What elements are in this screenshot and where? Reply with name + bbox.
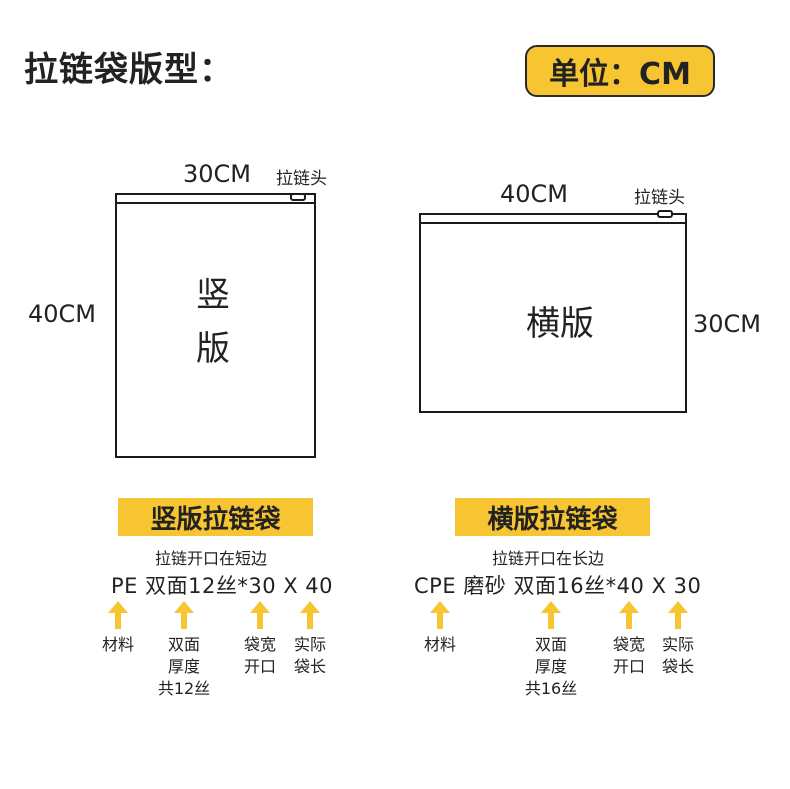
horizontal-zipper-slider-icon (657, 210, 673, 218)
up-arrow-icon (174, 601, 194, 629)
horizontal-caption-thickness: 双面 厚度 共16丝 (524, 635, 578, 698)
up-arrow-icon (300, 601, 320, 629)
up-arrow-icon (250, 601, 270, 629)
horizontal-bag-text: 横版 (526, 304, 594, 344)
vertical-zipper-slider-icon (290, 193, 306, 201)
vertical-type-badge: 竖版拉链袋 (118, 498, 313, 536)
horizontal-opening-note: 拉链开口在长边 (492, 549, 605, 568)
up-arrow-icon (541, 601, 561, 629)
unit-label: 单位：CM (549, 57, 691, 92)
vertical-caption-thickness: 双面 厚度 共12丝 (157, 635, 211, 698)
vertical-caption-material: 材料 (101, 635, 134, 654)
vertical-width-label: 30CM (183, 160, 252, 188)
vertical-spec: PE 双面12丝*30 X 40 (111, 574, 334, 598)
vertical-zipper-head-label: 拉链头 (276, 169, 327, 189)
up-arrow-icon (430, 601, 450, 629)
horizontal-caption-width: 袋宽 开口 (612, 635, 645, 676)
vertical-caption-width: 袋宽 开口 (243, 635, 276, 676)
horizontal-height-label: 30CM (693, 310, 762, 338)
vertical-height-label: 40CM (28, 300, 97, 328)
horizontal-caption-length: 实际 袋长 (661, 635, 694, 676)
horizontal-type-badge-label: 横版拉链袋 (487, 504, 618, 535)
unit-badge: 单位：CM (525, 45, 715, 97)
vertical-bag-text: 竖 版 (193, 268, 233, 376)
vertical-bag-outline (115, 193, 316, 458)
up-arrow-icon (108, 601, 128, 629)
vertical-bag-text-line1: 竖 (196, 275, 230, 315)
horizontal-type-badge: 横版拉链袋 (455, 498, 650, 536)
vertical-caption-length: 实际 袋长 (293, 635, 326, 676)
vertical-opening-note: 拉链开口在短边 (155, 549, 268, 568)
vertical-zipper-line (115, 202, 316, 204)
vertical-type-badge-label: 竖版拉链袋 (150, 504, 281, 535)
page-title: 拉链袋版型： (24, 50, 234, 90)
horizontal-spec: CPE 磨砂 双面16丝*40 X 30 (414, 574, 702, 598)
horizontal-zipper-head-label: 拉链头 (634, 188, 685, 208)
horizontal-caption-material: 材料 (423, 635, 456, 654)
horizontal-bag-outline (419, 213, 687, 413)
horizontal-zipper-line (419, 222, 687, 224)
up-arrow-icon (668, 601, 688, 629)
up-arrow-icon (619, 601, 639, 629)
vertical-bag-text-line2: 版 (196, 329, 230, 369)
horizontal-width-label: 40CM (500, 180, 569, 208)
